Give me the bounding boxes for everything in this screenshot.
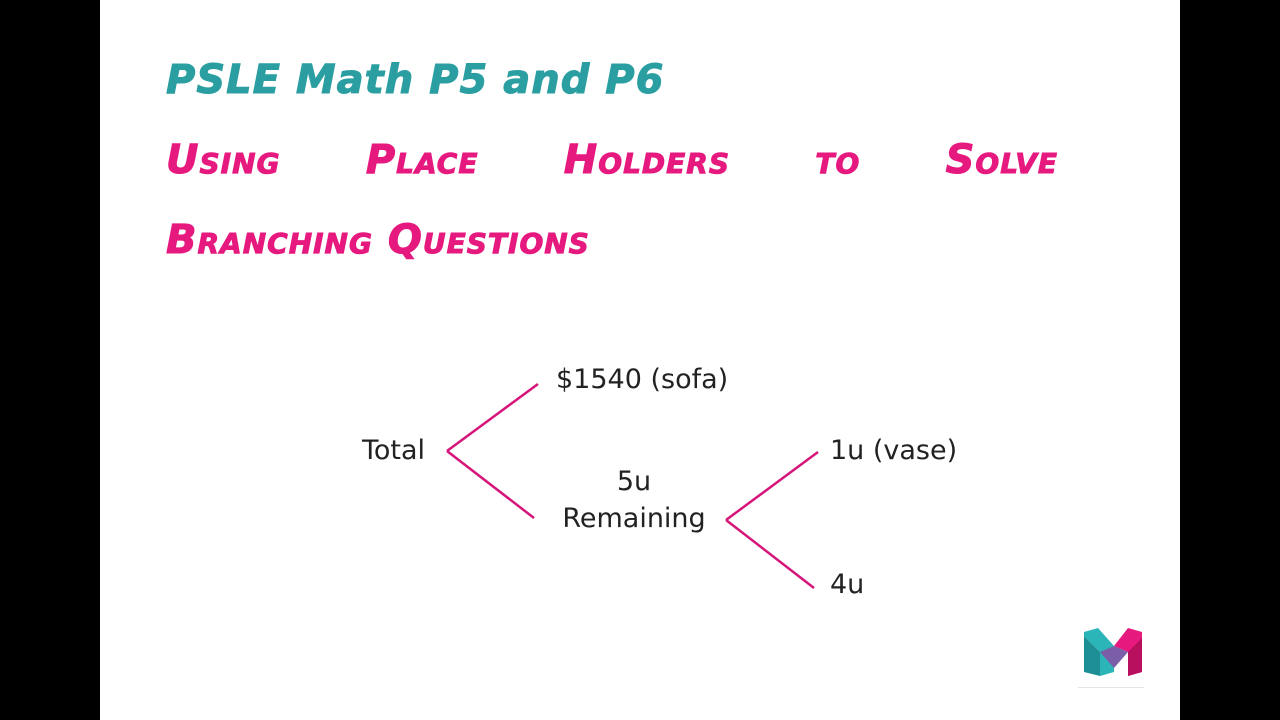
branch-line-total-to-sofa (446, 382, 539, 453)
node-sofa: $1540 (sofa) (556, 364, 729, 395)
title-line-2: Using Place Holders to Solve (166, 137, 1058, 183)
logo-divider (1078, 687, 1144, 688)
branch-lines (446, 382, 819, 589)
node-vase: 1u (vase) (830, 435, 958, 466)
node-remaining: Remaining (562, 503, 706, 534)
m-logo-icon (1084, 628, 1142, 676)
node-total: Total (362, 435, 426, 466)
slide: PSLE Math P5 and P6 Using Place Holders … (100, 0, 1180, 720)
node-5u: 5u (616, 466, 652, 497)
branch-line-remaining-to-4u (725, 519, 815, 589)
branch-line-total-to-remaining (446, 450, 535, 519)
branch-line-remaining-to-vase (725, 450, 819, 522)
title-line-3: Branching Questions (166, 217, 590, 263)
title-line-1: PSLE Math P5 and P6 (165, 57, 665, 103)
node-4u: 4u (830, 569, 865, 600)
